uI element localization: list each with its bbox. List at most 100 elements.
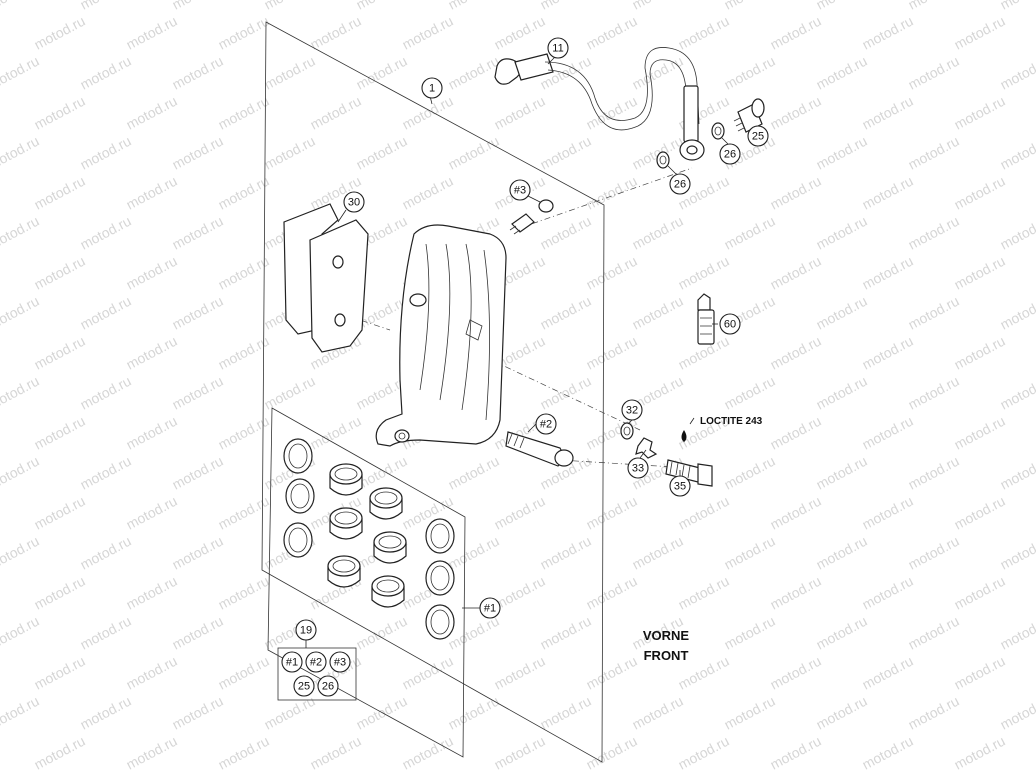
watermark-text: motod.ru [0, 693, 42, 733]
piston-top [329, 507, 363, 529]
callout-circle [535, 413, 557, 435]
kit-item-circle [305, 651, 327, 673]
watermark-text: motod.ru [813, 293, 869, 333]
watermark-text: motod.ru [997, 53, 1036, 93]
watermark-text: motod.ru [767, 733, 823, 773]
watermark-text: motod.ru [261, 0, 317, 13]
callout-label: 35 [674, 481, 686, 493]
kit-item-circle [329, 651, 351, 673]
watermark-text: motod.ru [123, 173, 179, 213]
bolt-washer-hole [623, 426, 631, 436]
watermark-text: motod.ru [583, 653, 639, 693]
watermark-text: motod.ru [859, 13, 915, 53]
watermark-text: motod.ru [445, 133, 501, 173]
piston-cup [332, 559, 356, 573]
watermark-text: motod.ru [813, 373, 869, 413]
watermark-text: motod.ru [215, 173, 271, 213]
piston-seal-inner [290, 483, 310, 509]
callout-label: #3 [514, 185, 526, 197]
watermark-text: motod.ru [951, 573, 1007, 613]
watermark-text: motod.ru [215, 493, 271, 533]
piston-seal-inner [430, 565, 450, 591]
watermark-text: motod.ru [0, 613, 42, 653]
piston-top [329, 463, 363, 485]
watermark-text: motod.ru [537, 613, 593, 653]
watermark-text: motod.ru [215, 573, 271, 613]
sealing-washer-outer [711, 122, 725, 140]
watermark-text: motod.ru [951, 333, 1007, 373]
watermark-text: motod.ru [31, 253, 87, 293]
watermark-text: motod.ru [215, 653, 271, 693]
watermark-text: motod.ru [997, 133, 1036, 173]
callout-label: 26 [674, 179, 686, 191]
watermark-text: motod.ru [399, 173, 455, 213]
watermark-text: motod.ru [951, 253, 1007, 293]
piston-cup [374, 491, 398, 505]
piston-cup [378, 535, 402, 549]
watermark-text: motod.ru [905, 693, 961, 733]
sealing-washer-inner-hole [659, 155, 667, 165]
caliper-mounting-bolt [665, 459, 713, 487]
watermark-text: motod.ru [491, 653, 547, 693]
watermark-text: motod.ru [31, 653, 87, 693]
watermark-text: motod.ru [997, 213, 1036, 253]
watermark-text: motod.ru [537, 693, 593, 733]
watermark-text: motod.ru [905, 373, 961, 413]
watermark-text: motod.ru [721, 533, 777, 573]
watermark-text: motod.ru [77, 693, 133, 733]
watermark-text: motod.ru [859, 413, 915, 453]
sealing-washer-inner [656, 151, 670, 169]
piston-seal-inner [288, 443, 308, 469]
watermark-text: motod.ru [813, 133, 869, 173]
watermark-text: motod.ru [997, 453, 1036, 493]
watermark-text: motod.ru [537, 373, 593, 413]
loctite-drop-icon [681, 430, 687, 442]
watermark-text: motod.ru [77, 613, 133, 653]
callout-circle [295, 619, 317, 641]
watermark-text: motod.ru [31, 733, 87, 773]
watermark-text: motod.ru [629, 53, 685, 93]
watermark-text: motod.ru [767, 413, 823, 453]
loctite-note: LOCTITE 243 [700, 416, 763, 427]
watermark-text: motod.ru [169, 133, 225, 173]
watermark-text: motod.ru [905, 293, 961, 333]
watermark-text: motod.ru [583, 333, 639, 373]
watermark-text: motod.ru [123, 413, 179, 453]
watermark-text: motod.ru [721, 213, 777, 253]
watermark-text: motod.ru [813, 533, 869, 573]
callout-label: 1 [429, 83, 435, 95]
brake-pads [283, 203, 369, 353]
watermark-text: motod.ru [123, 253, 179, 293]
watermark-text: motod.ru [905, 213, 961, 253]
watermark-text: motod.ru [997, 613, 1036, 653]
watermark-text: motod.ru [997, 693, 1036, 733]
watermark-text: motod.ru [491, 493, 547, 533]
watermark-text: motod.ru [859, 333, 915, 373]
piston-seal-inner [430, 609, 450, 635]
watermark-text: motod.ru [721, 693, 777, 733]
watermark-text: motod.ru [0, 533, 42, 573]
watermark-text: motod.ru [583, 573, 639, 613]
piston-seal-inner [430, 523, 450, 549]
bleed-screw [509, 199, 554, 235]
pad-pin [505, 431, 574, 467]
callout-label: 26 [724, 149, 736, 161]
callout-circle [627, 457, 649, 479]
callout-label: 60 [724, 319, 736, 331]
watermark-text: motod.ru [859, 253, 915, 293]
watermark-text: motod.ru [123, 653, 179, 693]
watermark-text: motod.ru [169, 693, 225, 733]
callout-c26a: 26 [719, 143, 741, 165]
watermark-text: motod.ru [767, 93, 823, 133]
watermark-text: motod.ru [905, 0, 961, 13]
watermark-text: motod.ru [537, 293, 593, 333]
watermark-text: motod.ru [77, 453, 133, 493]
piston-seal-inner [288, 527, 308, 553]
kit-item: 26 [317, 675, 339, 697]
callout-c26b: 26 [669, 173, 691, 195]
watermark-text: motod.ru [629, 133, 685, 173]
watermark-text: motod.ru [721, 613, 777, 653]
